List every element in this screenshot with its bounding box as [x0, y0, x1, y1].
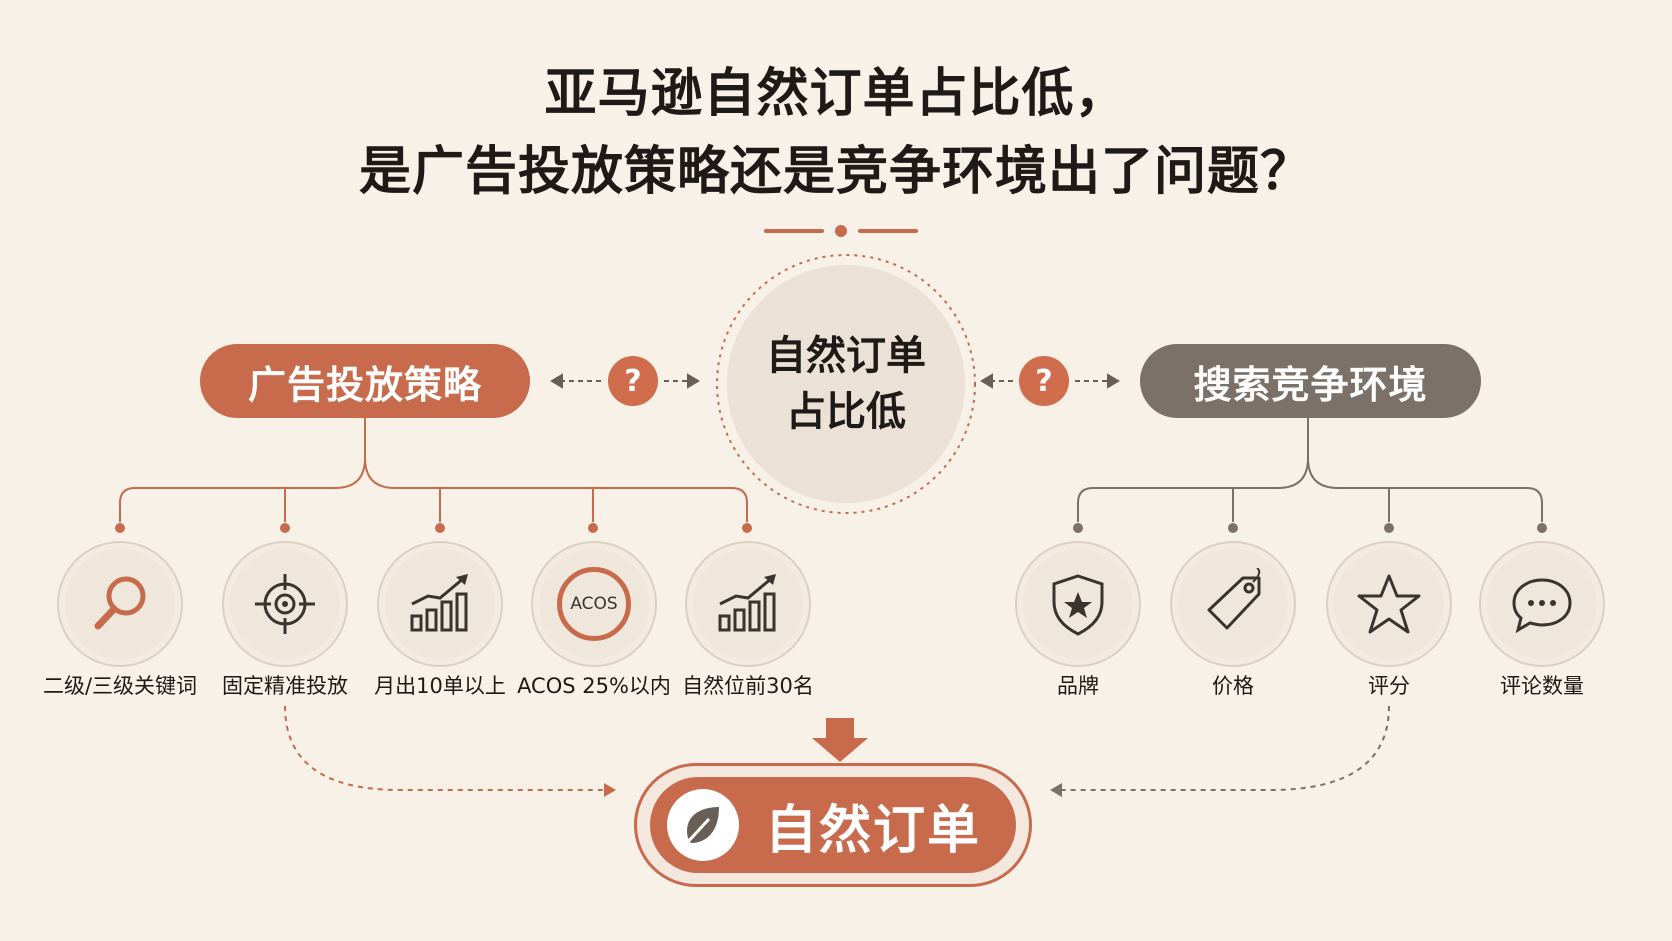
search-env-tree — [1077, 418, 1543, 522]
star-icon — [1357, 574, 1421, 634]
price-tag-icon — [1207, 568, 1261, 630]
ad-strategy-tree-dots — [115, 523, 752, 533]
ad-strategy-tree — [119, 418, 748, 522]
left-double-arrow — [550, 373, 700, 389]
env-node-reviews — [1479, 541, 1605, 667]
growth-chart-icon — [410, 574, 468, 632]
ad-label-acos: ACOS 25%以内 — [517, 674, 671, 698]
ad-node-keywords — [57, 541, 183, 667]
env-node-rating — [1326, 541, 1452, 667]
env-label-rating: 评分 — [1368, 674, 1410, 698]
search-env-pill: 搜索竞争环境 — [1140, 344, 1481, 418]
leaf-icon-badge — [667, 789, 739, 861]
shield-star-icon — [1052, 574, 1104, 636]
ad-node-rank — [685, 541, 811, 667]
left-dashed-curve — [284, 705, 604, 791]
question-badge-left: ? — [608, 356, 658, 406]
center-line-1: 自然订单 — [766, 333, 926, 379]
acos-badge-icon: ACOS — [557, 567, 631, 641]
center-dotted-ring — [716, 254, 976, 514]
question-badge-right: ? — [1019, 356, 1069, 406]
ad-node-acos: ACOS — [531, 541, 657, 667]
result-pill: 自然订单 — [634, 763, 1032, 887]
result-label: 自然订单 — [765, 800, 982, 861]
center-line-2: 占比低 — [786, 389, 906, 435]
ad-label-keywords: 二级/三级关键词 — [42, 674, 198, 698]
ad-strategy-pill: 广告投放策略 — [200, 344, 530, 418]
right-double-arrow — [980, 373, 1120, 389]
env-node-brand — [1015, 541, 1141, 667]
center-node: 自然订单 占比低 — [727, 265, 965, 503]
env-label-brand: 品牌 — [1057, 674, 1099, 698]
ad-label-exact: 固定精准投放 — [222, 674, 348, 698]
ad-label-monthly: 月出10单以上 — [374, 674, 506, 698]
ad-label-rank: 自然位前30名 — [682, 674, 814, 698]
down-arrow — [812, 718, 868, 762]
leaf-icon — [683, 807, 719, 847]
result-pill-inner: 自然订单 — [650, 777, 1016, 873]
acos-badge-text: ACOS — [570, 594, 618, 614]
title-divider — [764, 225, 918, 237]
ad-node-monthly — [377, 541, 503, 667]
env-node-price — [1170, 541, 1296, 667]
right-dashed-curve — [1062, 705, 1390, 791]
title-line-1: 亚马逊自然订单占比低， — [544, 64, 1128, 124]
search-env-tree-dots — [1073, 523, 1547, 533]
ad-node-exact — [222, 541, 348, 667]
magnifier-icon — [94, 576, 146, 630]
growth-chart-icon — [718, 574, 776, 632]
target-crosshair-icon — [255, 574, 315, 634]
chat-bubble-icon — [1512, 578, 1572, 634]
env-label-reviews: 评论数量 — [1500, 674, 1584, 698]
title-line-2: 是广告投放策略还是竞争环境出了问题？ — [358, 142, 1313, 202]
env-label-price: 价格 — [1212, 674, 1254, 698]
